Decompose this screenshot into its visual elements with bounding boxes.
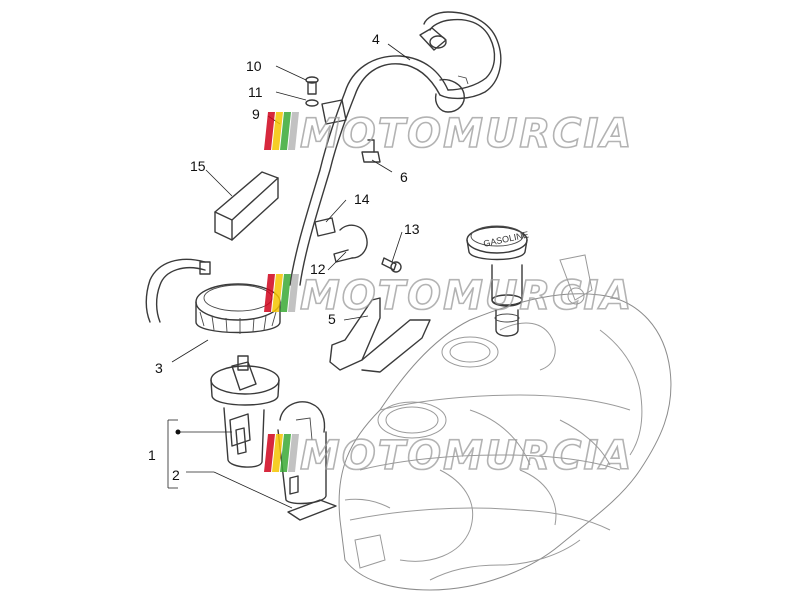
part-4-breather-hose [289, 11, 502, 286]
part-2-filter-plate [287, 499, 337, 521]
watermark-bottom: MOTOMURCIA [264, 432, 633, 480]
watermark-top: MOTOMURCIA [264, 110, 633, 158]
cap-text: GASOLINE [482, 229, 529, 248]
callout-2: 2 [172, 467, 180, 483]
fuel-tank [338, 254, 672, 591]
callout-labels: 4 10 11 9 6 15 14 12 13 5 3 1 2 [148, 31, 420, 483]
part-13-screw [381, 257, 402, 273]
part-5-plate [329, 297, 431, 373]
callout-1: 1 [148, 447, 156, 463]
part-3-ring-nut [195, 283, 281, 334]
callout-9: 9 [252, 106, 260, 122]
callout-15: 15 [190, 158, 206, 174]
part-15-foam-pad [214, 171, 279, 241]
callout-13: 13 [404, 221, 420, 237]
part-6-bracket [361, 139, 381, 163]
watermark-text: MOTOMURCIA [300, 273, 633, 319]
callout-6: 6 [400, 169, 408, 185]
callout-5: 5 [328, 311, 336, 327]
callout-4: 4 [372, 31, 380, 47]
callout-3: 3 [155, 360, 163, 376]
part-12-clamp [333, 224, 368, 263]
leader-lines [167, 43, 411, 509]
filler-neck [491, 264, 523, 337]
part-1-fuel-pump [210, 355, 327, 505]
callout-12: 12 [310, 261, 326, 277]
watermark-text: MOTOMURCIA [300, 111, 633, 157]
fuel-cap: GASOLINE [466, 225, 530, 261]
watermark-middle: MOTOMURCIA [264, 272, 633, 320]
lower-hose [145, 258, 211, 323]
callout-14: 14 [354, 191, 370, 207]
part-14-clip [314, 217, 336, 237]
callout-11: 11 [248, 84, 263, 100]
watermark-text: MOTOMURCIA [300, 433, 633, 479]
callout-10: 10 [246, 58, 262, 74]
